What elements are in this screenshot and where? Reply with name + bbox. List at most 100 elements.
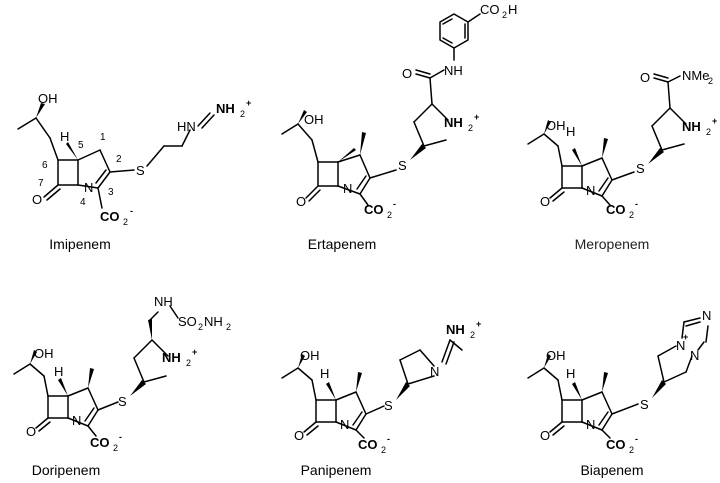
svg-text:2: 2 [468, 123, 473, 133]
biapenem-structure: OH O H N CO 2 - S N + N N [527, 308, 711, 478]
svg-text:2: 2 [502, 10, 507, 20]
carbonyl-oxygen: O [32, 192, 42, 207]
ertapenem-structure: OH O N CO 2 - S NH 2 + O [281, 2, 517, 252]
ring-nitrogen: N [340, 417, 349, 432]
svg-text:-: - [635, 434, 638, 444]
sulfamide-n-label: NH [154, 294, 173, 309]
dimethylamide-label: NMe [682, 68, 709, 83]
thioether-sulfur: S [384, 398, 393, 413]
stereo-h-label: H [60, 129, 69, 144]
carboxylate-label: CO [90, 435, 110, 450]
carbonyl-oxygen: O [294, 428, 304, 443]
thioether-sulfur: S [640, 397, 649, 412]
svg-text:2: 2 [708, 76, 713, 86]
carboxylate-label: CO [358, 437, 378, 452]
svg-text:2: 2 [706, 127, 711, 137]
stereo-h-label: H [320, 366, 329, 381]
carbonyl-oxygen: O [540, 194, 550, 209]
thioether-sulfur: S [136, 163, 145, 178]
pyrrolidinium-label: NH [682, 119, 701, 134]
hydroxyl-label: OH [300, 348, 320, 363]
svg-text:2: 2 [470, 330, 475, 340]
svg-text:+: + [476, 319, 481, 329]
svg-text:+: + [246, 98, 251, 108]
thioether-sulfur: S [118, 394, 127, 409]
amide-oxygen: O [640, 70, 650, 85]
svg-text:2: 2 [198, 322, 203, 332]
triazolium-n3: N [702, 308, 711, 323]
meropenem-structure: OH O H N CO 2 - S NH 2 + O [527, 68, 717, 252]
stereo-h-label: H [566, 124, 575, 139]
amidinium-label: NH [446, 322, 465, 337]
carboxylic-acid-label: CO [480, 2, 500, 17]
svg-text:7: 7 [38, 178, 44, 189]
hydroxyl-label: OH [38, 91, 58, 106]
svg-text:2: 2 [387, 210, 392, 220]
ring-nitrogen: N [343, 181, 352, 196]
svg-text:+: + [474, 112, 479, 122]
stereo-h-label: H [54, 364, 63, 379]
svg-text:NH: NH [204, 314, 223, 329]
doripenem-structure: OH O H N CO 2 - S NH 2 + NH SO [13, 294, 231, 478]
carboxylate-label: CO [100, 209, 120, 224]
svg-text:-: - [635, 199, 638, 209]
triazolium-n2: N [690, 348, 699, 363]
svg-text:H: H [508, 2, 517, 17]
svg-text:2: 2 [113, 443, 118, 453]
ring-nitrogen: N [84, 180, 93, 195]
thioether-sulfur: S [636, 161, 645, 176]
iminium-label: NH [216, 101, 235, 116]
meropenem-label: Meropenem [575, 236, 650, 252]
svg-text:+: + [683, 332, 688, 342]
stereo-h-label: H [566, 366, 575, 381]
carbonyl-oxygen: O [26, 424, 36, 439]
hydroxyl-label: OH [546, 118, 566, 133]
svg-text:1: 1 [100, 132, 106, 143]
imipenem-structure: OH O H N CO 2 - S HN NH 2 + [17, 91, 251, 252]
pyrrolidinium-label: NH [162, 350, 181, 365]
svg-text:3: 3 [108, 187, 114, 198]
panipenem-structure: OH O H N CO 2 - S N NH 2 + Panip [281, 319, 481, 478]
thioether-sulfur: S [398, 158, 407, 173]
doripenem-label: Doripenem [32, 462, 100, 478]
ring-nitrogen: N [586, 183, 595, 198]
svg-text:5: 5 [78, 140, 84, 151]
svg-text:2: 2 [381, 445, 386, 455]
svg-text:-: - [393, 199, 396, 209]
svg-text:2: 2 [629, 445, 634, 455]
hydroxyl-label: OH [546, 348, 566, 363]
pyrrolidine-nitrogen: N [430, 364, 439, 379]
ring-nitrogen: N [72, 413, 81, 428]
biapenem-label: Biapenem [580, 462, 643, 478]
ring-nitrogen: N [586, 417, 595, 432]
pyrrolidinium-label: NH [444, 115, 463, 130]
carbonyl-oxygen: O [540, 428, 550, 443]
svg-text:2: 2 [116, 154, 122, 165]
svg-text:2: 2 [629, 210, 634, 220]
svg-text:2: 2 [186, 358, 191, 368]
hydroxyl-label: OH [304, 112, 324, 127]
svg-text:+: + [712, 116, 717, 126]
amide-nh-label: NH [444, 63, 463, 78]
svg-text:2: 2 [240, 109, 245, 119]
triazolium-n1: N [676, 338, 685, 353]
hydroxyl-label: OH [34, 346, 54, 361]
ertapenem-label: Ertapenem [308, 236, 376, 252]
svg-text:-: - [387, 434, 390, 444]
imipenem-label: Imipenem [49, 236, 110, 252]
svg-text:4: 4 [80, 197, 86, 208]
sulfamoyl-label: SO [178, 314, 197, 329]
svg-text:2: 2 [226, 322, 231, 332]
svg-text:-: - [119, 432, 122, 442]
amide-oxygen: O [402, 66, 412, 81]
carboxylate-label: CO [364, 202, 384, 217]
svg-text:-: - [130, 206, 133, 216]
svg-text:6: 6 [42, 160, 48, 171]
svg-text:2: 2 [123, 217, 128, 227]
carboxylate-label: CO [606, 202, 626, 217]
carbonyl-oxygen: O [296, 194, 306, 209]
imine-nh-label: HN [177, 119, 196, 134]
svg-text:+: + [192, 347, 197, 357]
carboxylate-label: CO [606, 437, 626, 452]
